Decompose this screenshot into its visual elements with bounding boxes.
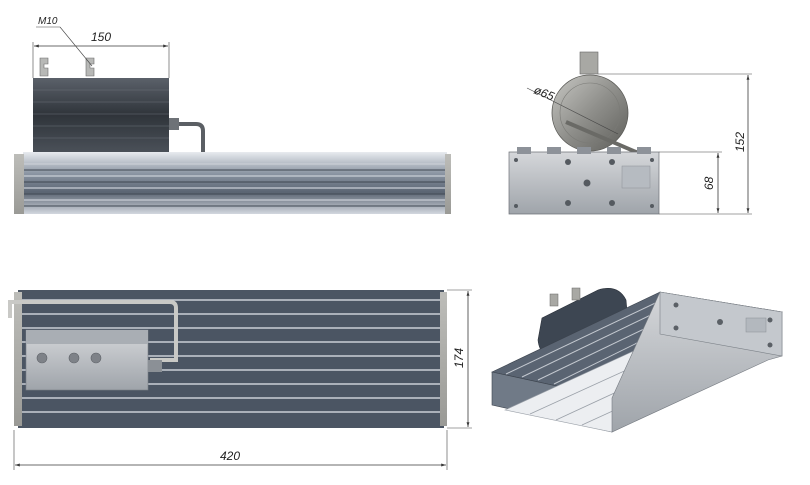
dim-height-total: 152 bbox=[733, 132, 747, 152]
dim-height-body: 68 bbox=[702, 176, 716, 190]
cable bbox=[179, 122, 205, 152]
dim-length: 420 bbox=[220, 449, 240, 463]
isometric-view bbox=[491, 287, 783, 433]
end-view: ø65 152 68 bbox=[508, 51, 752, 215]
dim-depth: 174 bbox=[452, 348, 466, 368]
bracket-top bbox=[579, 51, 599, 75]
dim-thread: M10 bbox=[38, 16, 58, 27]
mounting-clamps bbox=[39, 57, 95, 77]
dim-diameter: ø65 bbox=[532, 83, 557, 104]
top-view: 174 420 bbox=[8, 289, 472, 470]
led-profile-side bbox=[23, 152, 447, 214]
mounting-bracket-top bbox=[8, 300, 178, 362]
side-view: 150 M10 bbox=[14, 16, 451, 214]
cable-gland bbox=[169, 118, 179, 130]
dim-top-width: 150 bbox=[91, 30, 111, 44]
end-cap-right bbox=[445, 154, 451, 214]
end-cap-left bbox=[14, 154, 24, 214]
driver-housing-side bbox=[33, 78, 169, 152]
driver-cylinder bbox=[551, 74, 629, 152]
